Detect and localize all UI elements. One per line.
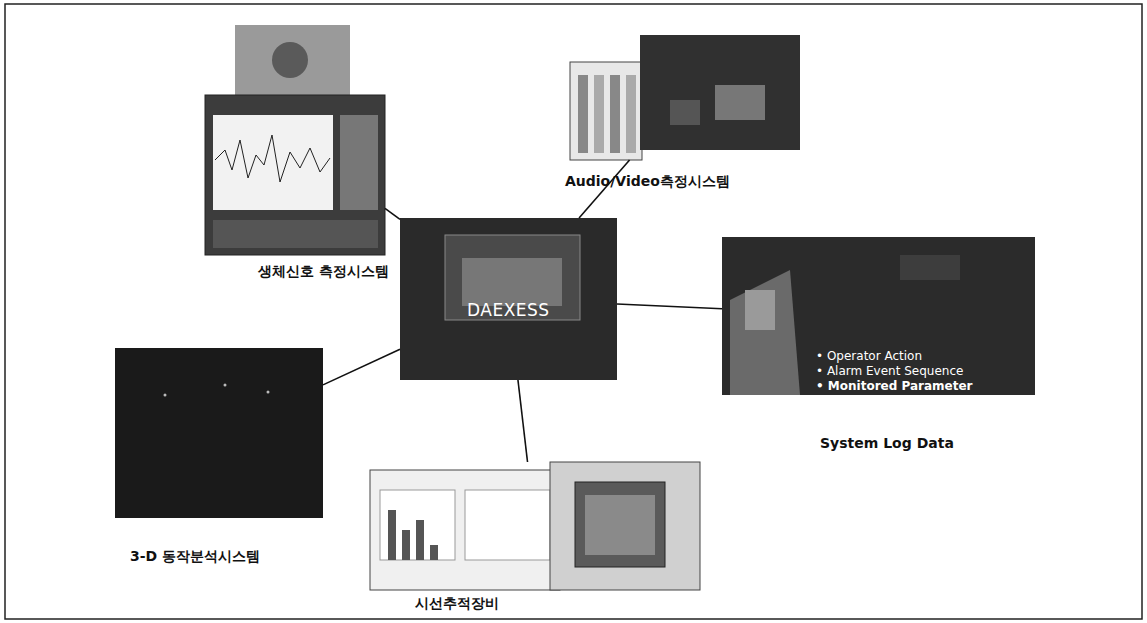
motion-analysis-node: 3-D 동작분석시스템 [115,348,323,518]
motion-capture-view [115,348,323,518]
bullet-item: • Alarm Event Sequence [816,364,963,379]
monitor-view [575,482,665,567]
bullet-item: • Monitored Parameter [816,379,973,394]
marker [267,391,270,394]
plot-area [213,115,333,210]
bullet-item: • Operator Action [816,349,922,364]
connector-line [518,380,528,462]
connector-line [323,349,400,385]
eye-tracking-picture [370,462,700,590]
bar [402,530,410,560]
system-log-node: • Operator Action• Alarm Event Sequence•… [722,237,1035,395]
bar-chart [380,490,455,560]
bar [430,545,438,560]
console [730,270,800,395]
connector-line [385,208,400,219]
console-screen [745,290,775,330]
control-room-photo [722,237,1035,395]
waveform [215,135,330,182]
daexess-picture [400,218,617,380]
center-node: DAEXESS [400,218,617,380]
chart-window [370,470,560,590]
motion-analysis-picture [115,348,323,518]
caption: 생체신호 측정시스템 [258,263,389,281]
column [578,75,588,153]
screen [205,95,385,255]
column [594,75,604,153]
center-panel [400,218,617,380]
caption: System Log Data [820,435,954,451]
monitor-screen [585,495,655,555]
center-title: DAEXESS [467,300,550,320]
audio-video-node: Audio/Video측정시스템 [568,35,800,160]
caption: 시선추적장비 [415,595,499,613]
column [626,75,636,153]
bar [416,520,424,560]
biosignal-picture [205,25,385,255]
status-bar [213,220,378,248]
log-window [570,62,642,160]
wall-panel [900,255,960,280]
column [610,75,620,153]
eye-window [550,462,700,590]
system-log-picture [722,237,1035,395]
inner-screen [445,235,580,320]
marker [164,394,167,397]
eye-tracking-node: 시선추적장비 [370,462,700,590]
outer-frame [5,4,1142,619]
monitor [715,85,765,120]
monitor [670,100,700,125]
side-panel [340,115,378,210]
caption: 3-D 동작분석시스템 [130,548,260,566]
caption: Audio/Video측정시스템 [565,173,730,191]
audio-video-picture [570,35,800,160]
room-photo [640,35,800,150]
connector-line [617,304,722,309]
bar [388,510,396,560]
biosignal-node: 생체신호 측정시스템 [205,25,385,260]
marker [224,384,227,387]
head [272,42,308,78]
bar-chart [465,490,550,560]
inner-view [462,258,562,306]
